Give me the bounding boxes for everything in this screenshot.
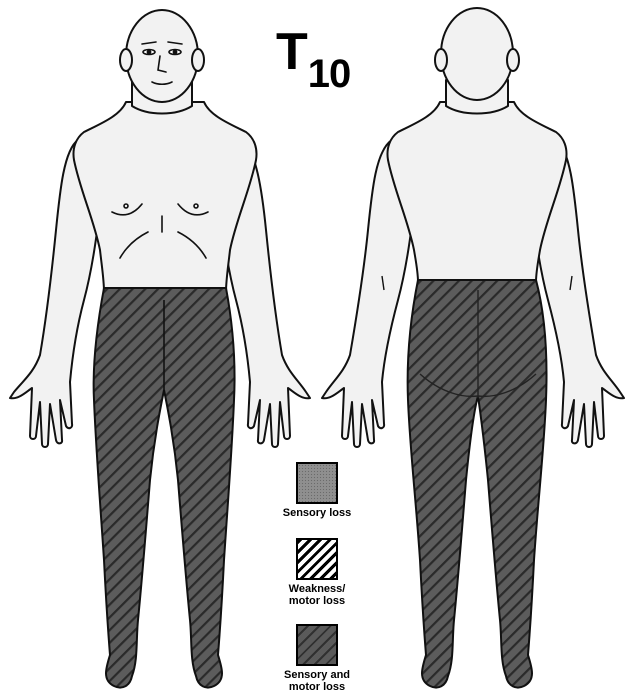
legend-weakness: Weakness/ motor loss: [264, 538, 370, 607]
legend-label-both-line2: motor loss: [289, 681, 345, 693]
legend-label-weakness: Weakness/ motor loss: [264, 583, 370, 607]
weakness-swatch: [296, 538, 338, 580]
sensory-and-motor-swatch: [296, 624, 338, 666]
spinal-level-title: T10: [276, 26, 350, 94]
legend-label-weakness-line1: Weakness/: [289, 583, 346, 595]
level-letter: T: [276, 23, 307, 81]
legend-sensory-and-motor: Sensory and motor loss: [264, 624, 370, 693]
legend-label-sensory: Sensory loss: [264, 507, 370, 519]
sensory-loss-swatch: [296, 462, 338, 504]
back-affected-region: [408, 280, 547, 688]
legend-label-weakness-line2: motor loss: [289, 595, 345, 607]
legend-label-both: Sensory and motor loss: [264, 669, 370, 693]
legend-sensory-loss: Sensory loss: [264, 462, 370, 519]
level-number: 10: [308, 52, 351, 96]
legend-label-both-line1: Sensory and: [284, 669, 350, 681]
